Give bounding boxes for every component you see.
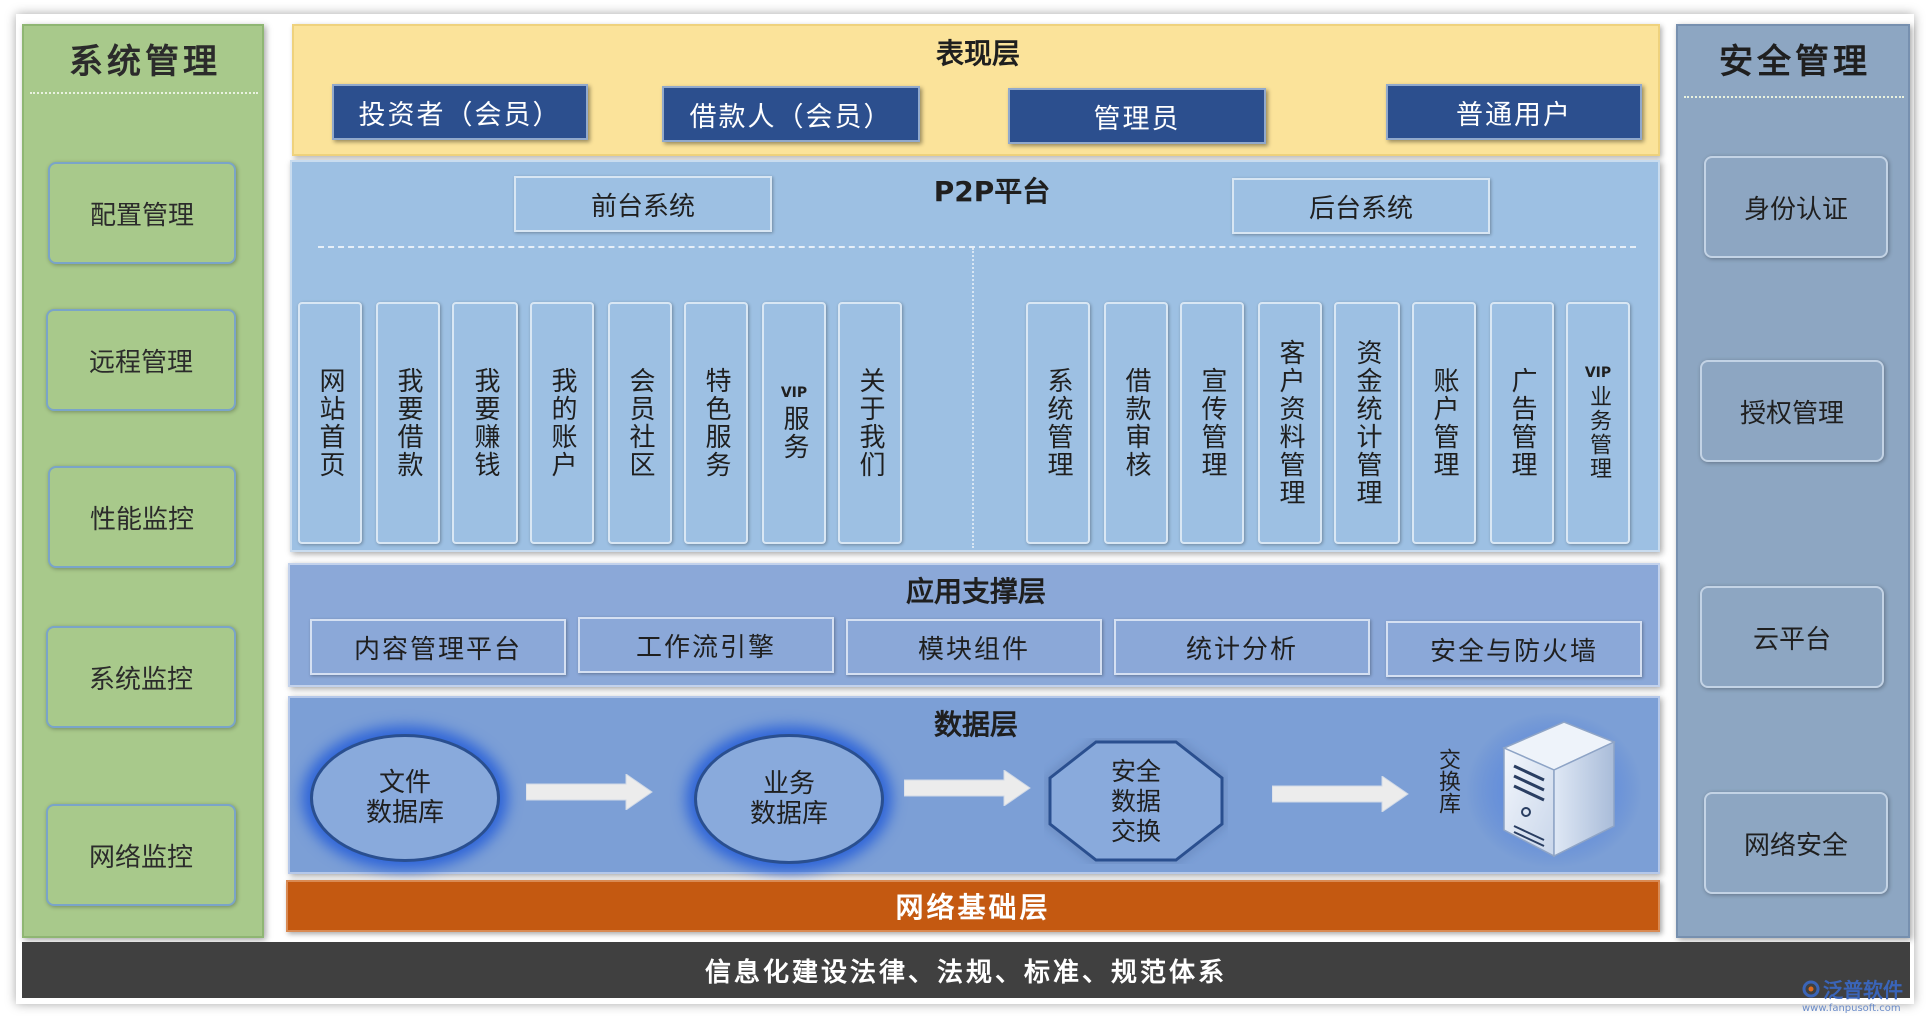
administrator-box: 管理员 xyxy=(1008,88,1266,144)
module-home: 网站首页 xyxy=(298,302,362,544)
system-monitor-box: 系统监控 xyxy=(46,626,236,728)
module-label: 广告管理 xyxy=(1507,367,1537,479)
divider xyxy=(30,92,258,94)
cloud-platform-box: 云平台 xyxy=(1700,586,1884,688)
statistical-analysis-box: 统计分析 xyxy=(1114,619,1370,675)
file-db-line1: 文件 xyxy=(378,768,431,798)
exchange-line1: 安全 xyxy=(1110,757,1161,786)
security-exchange-label: 安全 数据 交换 xyxy=(1060,754,1212,850)
module-label: 网站首页 xyxy=(315,367,345,479)
data-layer-title: 数据层 xyxy=(933,708,1018,741)
module-label: 借款审核 xyxy=(1121,367,1151,479)
module-components-box: 模块组件 xyxy=(846,619,1102,675)
arrow-icon xyxy=(904,770,1031,806)
module-label: 我要借款 xyxy=(393,367,423,479)
front-system-box: 前台系统 xyxy=(514,176,772,232)
network-security-box: 网络安全 xyxy=(1704,792,1888,894)
module-label: 资金统计管理 xyxy=(1352,339,1382,507)
presentation-layer-title: 表现层 xyxy=(935,37,1020,70)
security-exchange-octagon xyxy=(1048,740,1224,862)
security-management-title: 安全管理 xyxy=(1719,41,1871,82)
p2p-platform-title: P2P平台 xyxy=(933,175,1051,208)
module-earn: 我要赚钱 xyxy=(452,302,518,544)
module-label: 我的账户 xyxy=(547,367,577,479)
system-management-title: 系统管理 xyxy=(69,41,221,82)
investor-box: 投资者（会员） xyxy=(332,84,588,140)
business-database: 业务 数据库 xyxy=(694,734,884,864)
module-label: 系统管理 xyxy=(1043,367,1073,479)
performance-monitor-box: 性能监控 xyxy=(48,466,236,568)
module-label: 业务管理 xyxy=(1586,385,1611,481)
module-label: 特色服务 xyxy=(701,367,731,479)
module-label: 账户管理 xyxy=(1429,367,1459,479)
module-account-management: 账户管理 xyxy=(1412,302,1476,544)
module-borrow: 我要借款 xyxy=(376,302,440,544)
vip-label: VIP xyxy=(1584,365,1612,381)
arrow-icon xyxy=(526,774,653,810)
presentation-layer: 表现层 投资者（会员） 借款人（会员） 管理员 普通用户 xyxy=(292,24,1660,156)
module-promotion-management: 宣传管理 xyxy=(1180,302,1244,544)
exchange-line2: 数据 xyxy=(1110,787,1161,816)
p2p-platform: P2P平台 前台系统 后台系统 网站首页 我要借款 我要赚钱 我的账户 会员社区… xyxy=(290,160,1660,552)
exchange-db-label: 交换库 xyxy=(1435,748,1460,814)
law-standards-bar: 信息化建设法律、法规、标准、规范体系 xyxy=(22,942,1910,998)
module-special-services: 特色服务 xyxy=(684,302,748,544)
module-my-account: 我的账户 xyxy=(530,302,594,544)
module-vip-services: VIP 服务 xyxy=(762,302,826,544)
network-monitor-box: 网络监控 xyxy=(46,804,236,906)
borrower-box: 借款人（会员） xyxy=(662,86,920,142)
workflow-engine-box: 工作流引擎 xyxy=(578,617,834,673)
module-loan-review: 借款审核 xyxy=(1104,302,1168,544)
system-management-panel: 系统管理 配置管理 远程管理 性能监控 系统监控 网络监控 xyxy=(22,24,264,938)
vip-label: VIP xyxy=(780,385,808,401)
config-management-box: 配置管理 xyxy=(48,162,236,264)
module-label: 宣传管理 xyxy=(1197,367,1227,479)
module-label: 我要赚钱 xyxy=(470,367,500,479)
application-support-title: 应用支撑层 xyxy=(905,575,1046,608)
brand-name: 泛普软件 xyxy=(1823,978,1903,1002)
exchange-line3: 交换 xyxy=(1110,817,1161,846)
module-label: 关于我们 xyxy=(855,367,885,479)
file-db-line2: 数据库 xyxy=(365,798,444,828)
divider xyxy=(1684,96,1904,98)
module-customer-data-management: 客户资料管理 xyxy=(1258,302,1322,544)
module-vip-business-management: VIP 业务管理 xyxy=(1566,302,1630,544)
back-system-box: 后台系统 xyxy=(1232,178,1490,234)
biz-db-line2: 数据库 xyxy=(749,799,828,829)
module-about-us: 关于我们 xyxy=(838,302,902,544)
module-ad-management: 广告管理 xyxy=(1490,302,1554,544)
module-label: 客户资料管理 xyxy=(1275,339,1305,507)
data-layer: 数据层 文件 数据库 业务 数据库 安全 数据 交换 交换库 xyxy=(288,696,1660,874)
arrow-icon xyxy=(1272,776,1409,812)
brand-logo-icon xyxy=(1802,980,1820,997)
p2p-divider xyxy=(318,246,1636,248)
cms-platform-box: 内容管理平台 xyxy=(310,619,566,675)
module-community: 会员社区 xyxy=(608,302,672,544)
module-label: 会员社区 xyxy=(625,367,655,479)
front-back-divider xyxy=(972,248,974,548)
server-icon xyxy=(1466,712,1642,868)
network-foundation-layer: 网络基础层 xyxy=(286,880,1660,932)
security-management-panel: 安全管理 身份认证 授权管理 云平台 网络安全 xyxy=(1676,24,1910,938)
module-fund-statistics-management: 资金统计管理 xyxy=(1334,302,1400,544)
brand-watermark: 泛普软件 www.fanpusoft.com xyxy=(1802,974,1922,1014)
remote-management-box: 远程管理 xyxy=(46,309,236,411)
module-system-management: 系统管理 xyxy=(1026,302,1090,544)
file-database: 文件 数据库 xyxy=(310,734,500,862)
application-support-layer: 应用支撑层 内容管理平台 工作流引擎 模块组件 统计分析 安全与防火墙 xyxy=(288,563,1660,687)
identity-auth-box: 身份认证 xyxy=(1704,156,1888,258)
module-label: 服务 xyxy=(779,405,809,461)
security-firewall-box: 安全与防火墙 xyxy=(1386,621,1642,677)
regular-user-box: 普通用户 xyxy=(1386,84,1642,140)
authorization-box: 授权管理 xyxy=(1700,360,1884,462)
biz-db-line1: 业务 xyxy=(762,769,815,799)
brand-url: www.fanpusoft.com xyxy=(1802,1003,1901,1014)
